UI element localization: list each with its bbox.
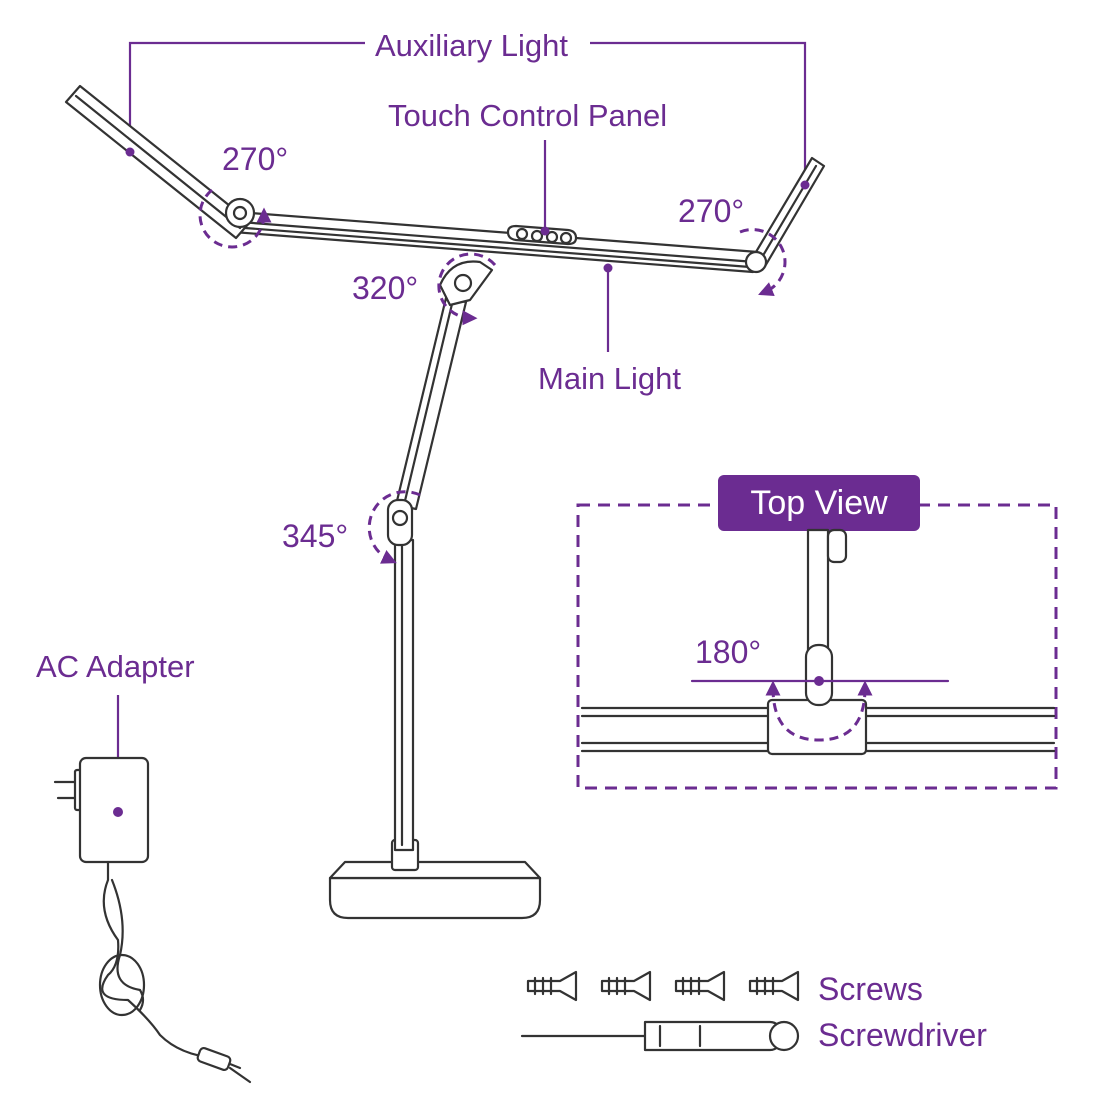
screw-icon	[748, 970, 800, 1002]
labels: Auxiliary Light Touch Control Panel Main…	[36, 28, 987, 1053]
top-view-label: Top View	[750, 484, 888, 522]
angle-aux-left: 270°	[222, 141, 288, 177]
angle-top-view: 180°	[695, 634, 761, 670]
screw-icon	[674, 970, 726, 1002]
angle-aux-right: 270°	[678, 193, 744, 229]
aux-light-left	[64, 84, 256, 240]
screwdriver-label: Screwdriver	[818, 1017, 987, 1053]
lamp-base	[328, 838, 542, 920]
touch-control-panel-label: Touch Control Panel	[388, 98, 667, 133]
angle-main-joint: 320°	[352, 270, 418, 306]
screwdriver-icon	[520, 1020, 800, 1052]
angle-arm-joint: 345°	[282, 518, 348, 554]
top-view-inset	[576, 475, 1058, 790]
screw-icon	[600, 970, 652, 1002]
aux-light-right	[744, 156, 826, 274]
leader-lines	[116, 41, 807, 812]
rotation-indicators	[198, 188, 787, 564]
screws-label: Screws	[818, 971, 923, 1007]
accessories-drawing	[520, 970, 800, 1052]
screw-icon	[526, 970, 578, 1002]
ac-adapter-label: AC Adapter	[36, 649, 195, 684]
main-light-label: Main Light	[538, 361, 681, 396]
auxiliary-light-label: Auxiliary Light	[375, 28, 568, 63]
lamp-arm	[386, 260, 494, 852]
ac-adapter-drawing	[53, 756, 252, 1084]
